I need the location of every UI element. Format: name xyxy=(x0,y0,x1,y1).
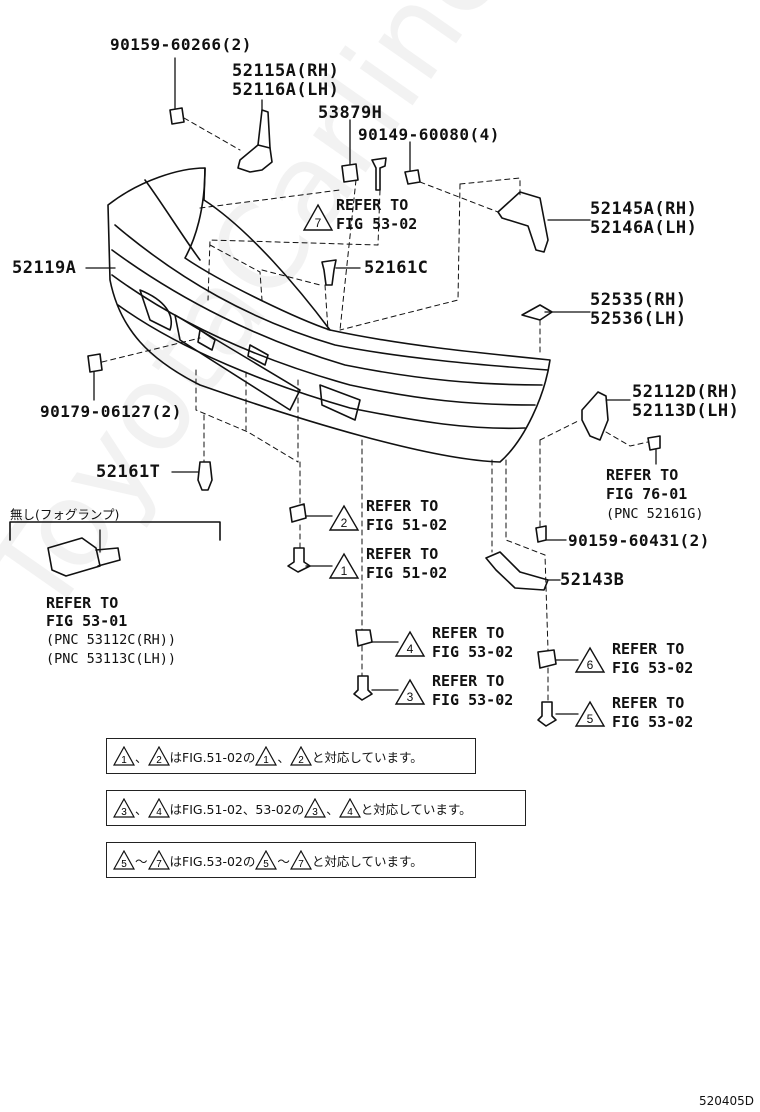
bolt-ref-1 xyxy=(287,547,311,573)
svg-text:5: 5 xyxy=(587,712,594,726)
ref-triangle-4: 4 xyxy=(394,630,426,657)
bolt-ref-3 xyxy=(353,675,373,701)
label-52535: 52535(RH) xyxy=(590,290,687,310)
svg-text:3: 3 xyxy=(121,807,127,818)
label-90179-06127: 90179-06127(2) xyxy=(40,402,182,421)
label-52113d: 52113D(LH) xyxy=(632,401,740,421)
svg-text:3: 3 xyxy=(312,807,318,818)
svg-text:4: 4 xyxy=(407,642,414,656)
label-90149-60080: 90149-60080(4) xyxy=(358,125,500,144)
bolt-90159-60266 xyxy=(169,107,185,125)
bracket-52112d xyxy=(581,391,609,441)
ref-triangle-2: 2 xyxy=(328,504,360,531)
ref-triangle-7: 7 xyxy=(302,203,334,231)
bolt-ref-5 xyxy=(537,701,557,727)
fog-group-bracket xyxy=(9,521,221,541)
label-52146a: 52146A(LH) xyxy=(590,218,698,238)
ref-triangle-3: 3 xyxy=(394,678,426,705)
clip-52161g xyxy=(647,435,661,451)
fog-lamp-header: 無し(フォグランプ) xyxy=(10,507,120,522)
clip-ref-6 xyxy=(537,649,557,669)
label-52115a: 52115A(RH) xyxy=(232,61,340,81)
fog-lamp-cover xyxy=(47,537,101,577)
clip-52161c xyxy=(321,259,337,286)
svg-text:1: 1 xyxy=(264,755,270,766)
ref-triangle-1: 1 xyxy=(328,552,360,579)
clip-53879h xyxy=(341,163,359,183)
svg-text:7: 7 xyxy=(156,859,162,870)
clip-ref-4 xyxy=(355,629,373,647)
label-90159-60431: 90159-60431(2) xyxy=(568,531,710,550)
nut-90179-06127 xyxy=(87,353,103,373)
bumper-cover xyxy=(107,167,551,463)
label-90159-60266: 90159-60266(2) xyxy=(110,35,252,54)
label-52119a: 52119A xyxy=(12,258,77,278)
label-52161t: 52161T xyxy=(96,462,161,482)
clip-ref-2 xyxy=(289,503,307,523)
svg-text:1: 1 xyxy=(341,564,348,578)
svg-text:2: 2 xyxy=(298,755,304,766)
svg-text:4: 4 xyxy=(347,807,353,818)
svg-text:7: 7 xyxy=(315,216,322,230)
label-53879h: 53879H xyxy=(318,103,383,123)
clip-52161t xyxy=(197,461,213,491)
label-52536: 52536(LH) xyxy=(590,309,687,329)
bracket-52143b xyxy=(485,551,549,591)
svg-text:6: 6 xyxy=(587,658,594,672)
ref-triangle-5: 5 xyxy=(574,700,606,727)
svg-text:2: 2 xyxy=(341,516,348,530)
label-52161c: 52161C xyxy=(364,258,429,278)
label-52116a: 52116A(LH) xyxy=(232,80,340,100)
svg-text:2: 2 xyxy=(156,755,162,766)
bracket-52145a xyxy=(497,191,549,253)
svg-text:5: 5 xyxy=(264,859,270,870)
label-52143b: 52143B xyxy=(560,570,625,590)
bolt-90149-60080 xyxy=(371,157,387,191)
side-bracket-52115a xyxy=(237,109,273,173)
label-52145a: 52145A(RH) xyxy=(590,199,698,219)
ref-triangle-6: 6 xyxy=(574,646,606,673)
svg-text:5: 5 xyxy=(121,859,127,870)
svg-text:3: 3 xyxy=(407,690,414,704)
bolt-90159-60431 xyxy=(535,525,547,543)
nut-90149-60080 xyxy=(404,169,421,185)
svg-text:1: 1 xyxy=(121,755,127,766)
figure-code: 520405D xyxy=(698,1094,754,1108)
svg-text:7: 7 xyxy=(298,859,304,870)
svg-text:4: 4 xyxy=(156,807,162,818)
label-52112d: 52112D(RH) xyxy=(632,382,740,402)
